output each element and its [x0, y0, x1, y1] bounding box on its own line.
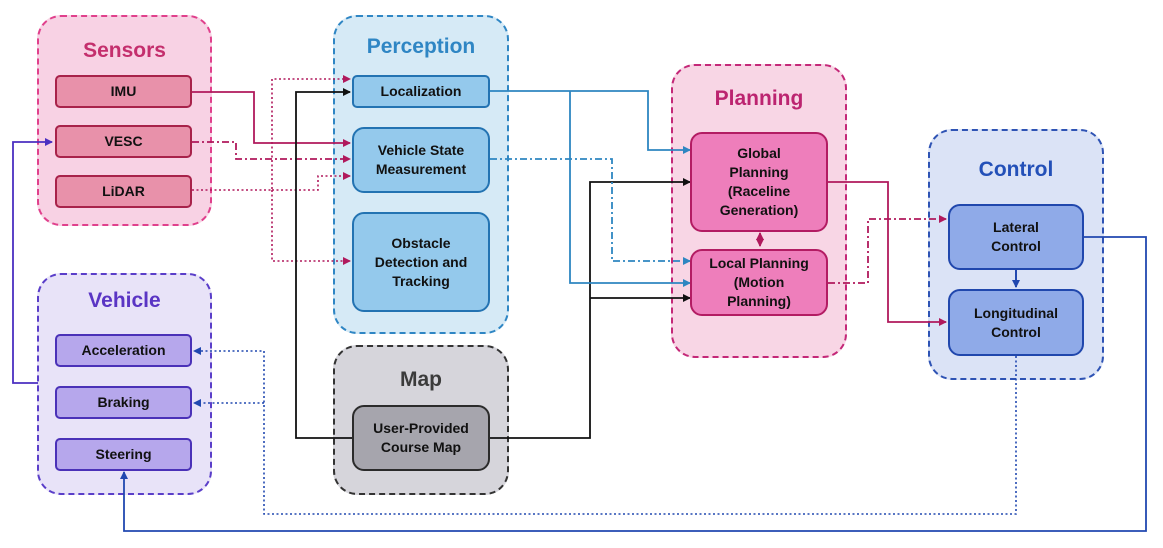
obstacle-detection-node: Obstacle Detection and Tracking — [352, 212, 490, 312]
wire-imu-to-state — [192, 91, 351, 147]
wire-localization-to-local — [569, 91, 691, 287]
imu-node: IMU — [55, 75, 192, 108]
steering-node: Steering — [55, 438, 192, 471]
global-planning-node: Global Planning (Raceline Generation) — [690, 132, 828, 232]
wire-localization-to-global — [490, 90, 691, 154]
wire-global-to-longitudinal — [828, 181, 947, 326]
wire-lateral-to-steering — [120, 236, 1147, 532]
wire-state-to-local — [490, 158, 691, 265]
localization-node: Localization — [352, 75, 490, 108]
acceleration-node: Acceleration — [55, 334, 192, 367]
map-title: Map — [400, 368, 442, 391]
course-map-node: User-Provided Course Map — [352, 405, 490, 471]
wire-lidar-to-obstacle — [271, 190, 351, 265]
wire-lidar-to-state — [272, 172, 351, 191]
wire-map-to-global — [490, 178, 691, 439]
local-planning-node: Local Planning (Motion Planning) — [690, 249, 828, 316]
wire-map-to-localization — [295, 88, 352, 439]
sensors-title: Sensors — [83, 39, 166, 62]
wire-local-to-lateral — [828, 215, 947, 284]
vehicle-state-measurement-node: Vehicle State Measurement — [352, 127, 490, 193]
wire-vehicle-to-vesc — [12, 138, 53, 384]
perception-title: Perception — [366, 35, 476, 58]
longitudinal-control-node: Longitudinal Control — [948, 289, 1084, 356]
lidar-node: LiDAR — [55, 175, 192, 208]
planning-title: Planning — [714, 87, 804, 110]
vehicle-title: Vehicle — [88, 289, 161, 312]
wire-lidar-to-localization — [192, 75, 351, 191]
wire-vesc-to-state — [192, 141, 351, 163]
braking-node: Braking — [55, 386, 192, 419]
vesc-node: VESC — [55, 125, 192, 158]
control-title: Control — [978, 158, 1054, 181]
wire-longitudinal-to-accel — [193, 347, 1017, 515]
lateral-control-node: Lateral Control — [948, 204, 1084, 270]
